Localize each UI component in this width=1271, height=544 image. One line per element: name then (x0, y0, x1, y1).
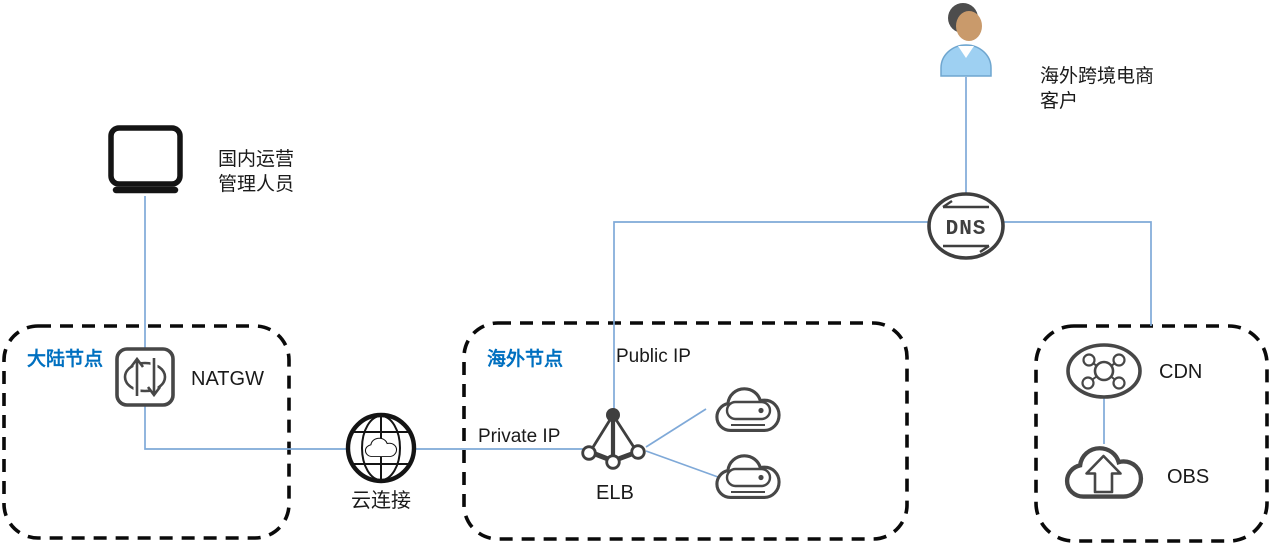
ecs2-server-pill (725, 467, 772, 488)
cdn-node-nw (1082, 353, 1096, 367)
ecs2-server-dot (758, 474, 764, 481)
cdn-icon (1066, 343, 1142, 399)
private-ip-label: Private IP (478, 426, 561, 447)
connector-admin-natgw-cloudconnect-elb (144, 196, 585, 450)
admin-label-line1: 国内运营 (218, 149, 295, 170)
connector-elb-ecs2 (645, 450, 719, 478)
cdn-hub (1093, 360, 1115, 382)
user-body (940, 44, 992, 77)
ecs-cloud-icon-1 (715, 387, 781, 433)
cloud-connect-globe-icon (345, 412, 417, 484)
dns-bottom-slash (943, 244, 990, 253)
connector-elb-ecs1 (645, 408, 707, 448)
elb-label: ELB (596, 482, 634, 504)
public-ip-label: Public IP (616, 346, 691, 367)
elb-top-node (606, 408, 620, 422)
user-head (956, 11, 982, 41)
admin-label-line2: 管理人员 (218, 174, 295, 195)
customer-label-line2: 客户 (1040, 91, 1079, 112)
admin-label: 国内运营 管理人员 (218, 147, 294, 197)
elb-right-node (630, 444, 646, 460)
connector-dns-elb-publicip (613, 221, 930, 412)
natgw-box (115, 347, 175, 407)
elb-bottom-node (605, 454, 621, 470)
dns-circle (927, 192, 1005, 260)
obs-label: OBS (1167, 466, 1210, 488)
obs-upload-arrow (1085, 454, 1122, 494)
natgw-arrow-down (146, 358, 162, 398)
user-icon (940, 3, 992, 77)
ecs1-server-pill (725, 400, 772, 421)
natgw-icon (115, 347, 175, 407)
dns-label-text: DNS (946, 218, 987, 241)
natgw-label: NATGW (191, 368, 264, 390)
elb-side-edges (588, 414, 639, 453)
dns-top-slash (942, 200, 989, 209)
mainland-zone-label: 大陆节点 (27, 349, 104, 370)
dns-icon: DNS (927, 192, 1005, 260)
customer-label: 海外跨境电商 客户 (1040, 64, 1154, 114)
cdn-node-ne (1112, 353, 1126, 367)
ecs1-server-dot (758, 407, 764, 414)
cloud-connect-label: 云连接 (351, 490, 411, 512)
natgw-arrow-up (129, 356, 145, 396)
elb-icon (581, 408, 646, 470)
overseas-zone-border (462, 321, 909, 541)
connector-dns-cdnzone (1002, 221, 1152, 326)
user-collar (958, 46, 974, 58)
mainland-zone-border (2, 324, 291, 540)
monitor-screen (108, 125, 183, 187)
monitor-icon (108, 125, 183, 194)
customer-label-line1: 海外跨境电商 (1040, 66, 1155, 87)
ecs-cloud-icon-2 (715, 454, 781, 500)
cdn-node-sw (1081, 376, 1095, 390)
overseas-zone-label: 海外节点 (487, 349, 564, 370)
connector-lines (144, 77, 1152, 478)
cdn-node-se (1112, 376, 1126, 390)
elb-left-node (581, 445, 597, 461)
cdn-label: CDN (1159, 361, 1203, 383)
obs-icon (1067, 448, 1141, 496)
natgw-ellipse (123, 361, 167, 393)
